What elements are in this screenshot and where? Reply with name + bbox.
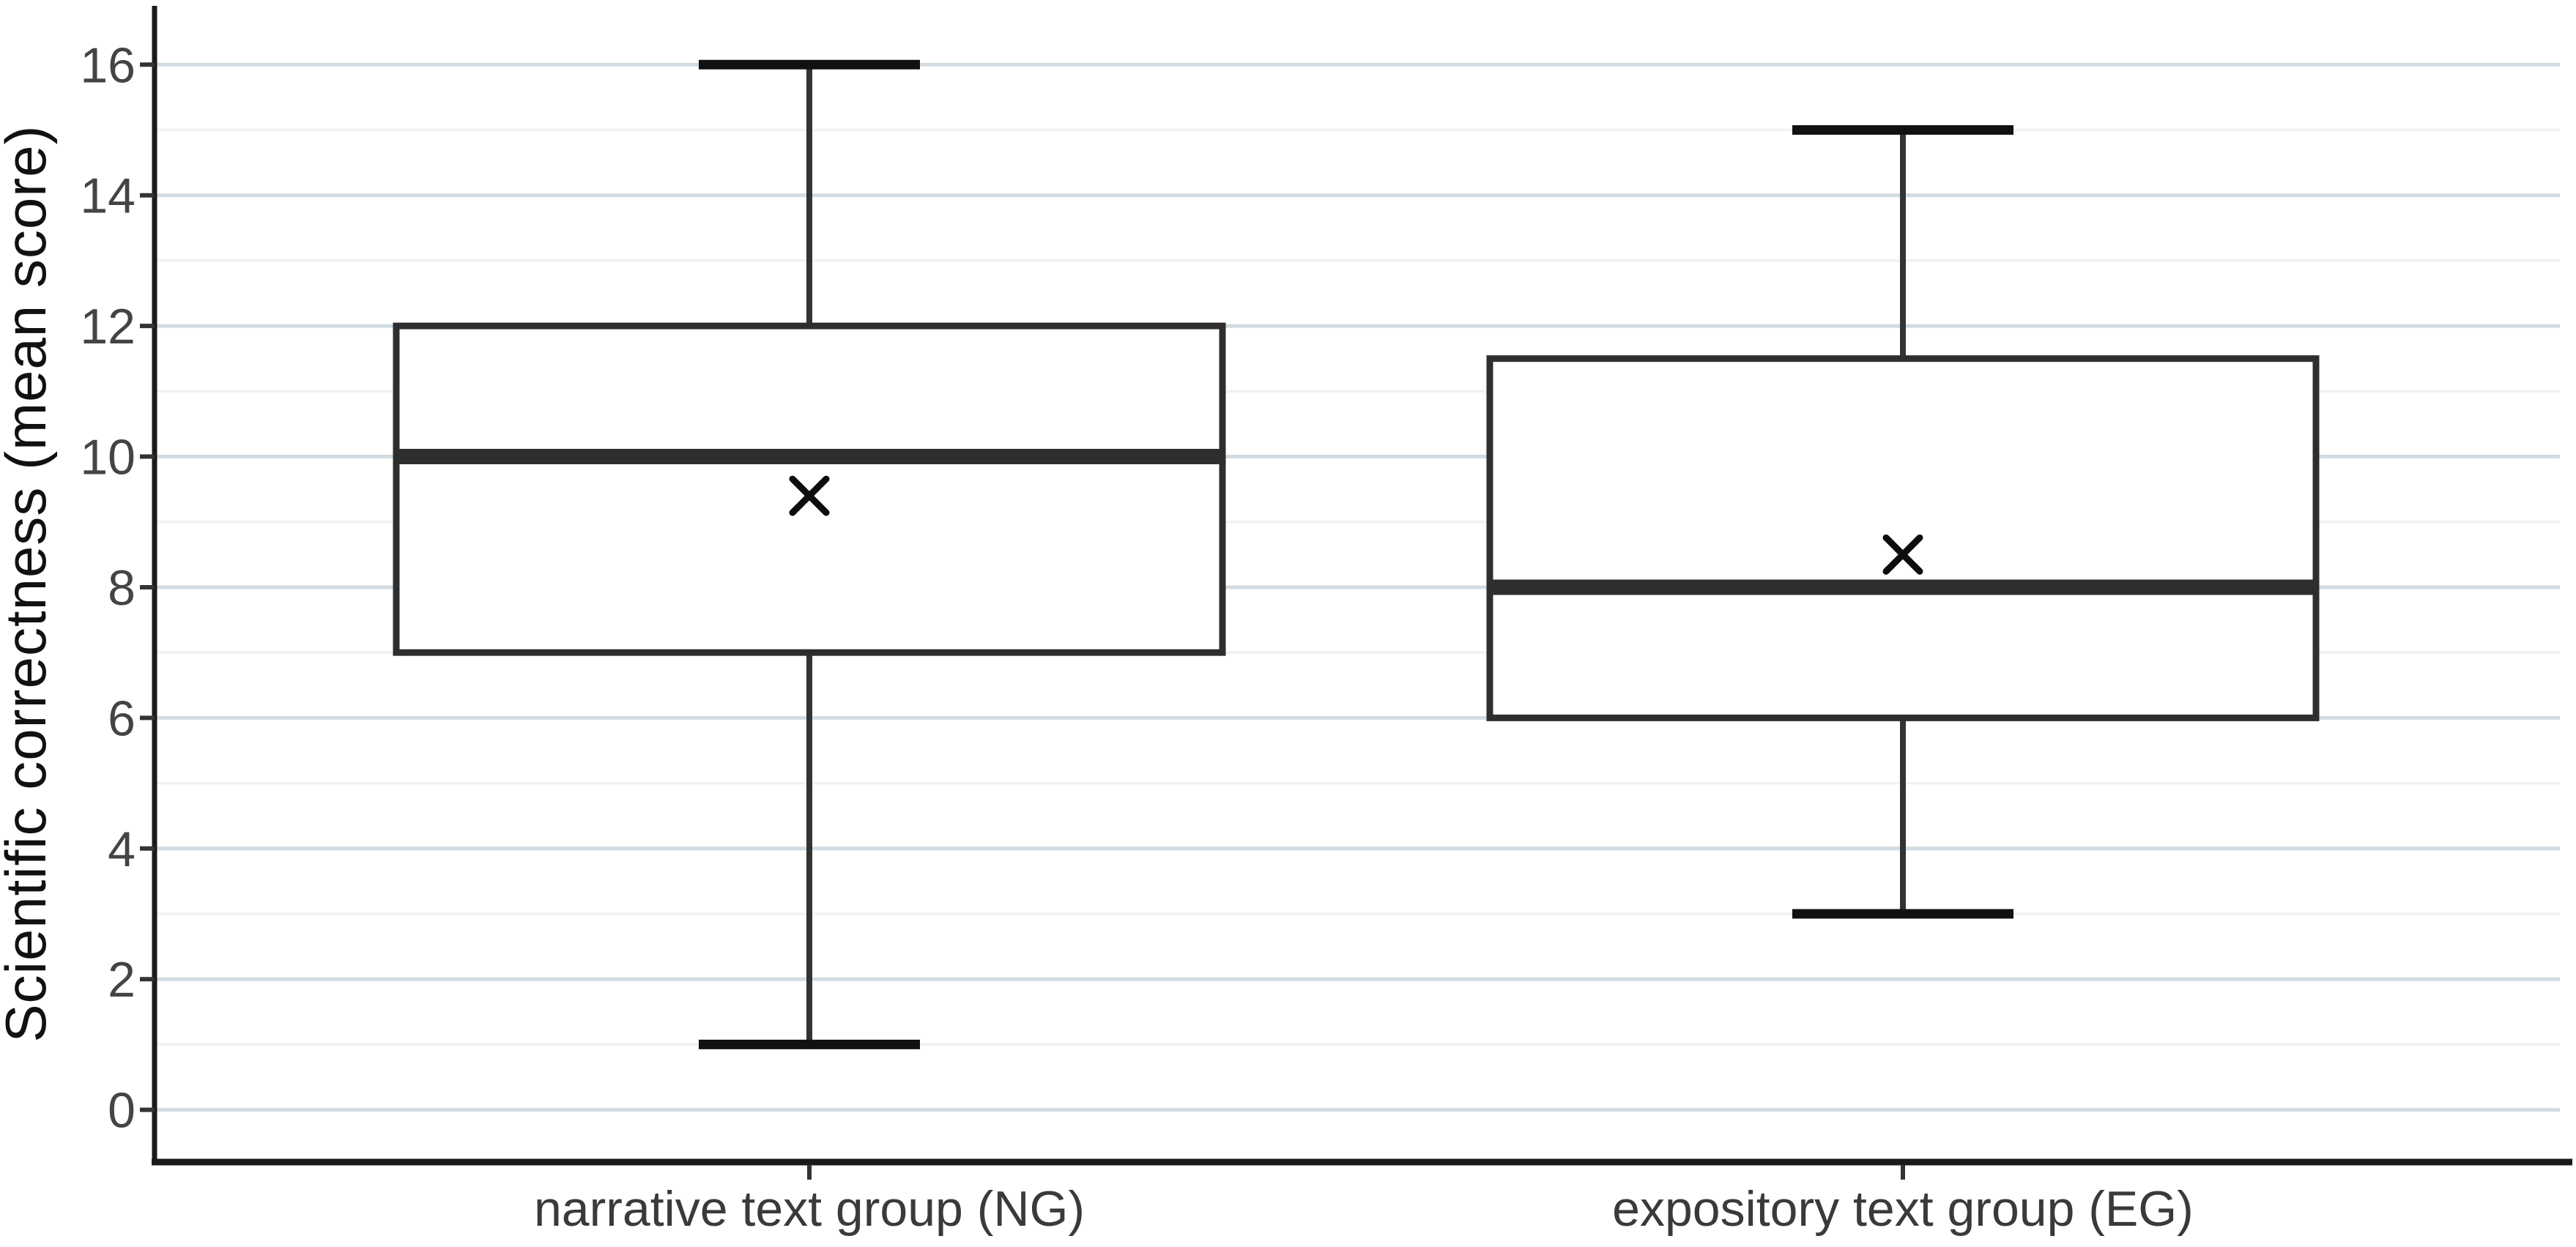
y-tick-label: 12 — [80, 299, 136, 354]
y-tick-label: 16 — [80, 37, 136, 93]
y-tick-label: 6 — [108, 690, 136, 746]
iqr-box — [1486, 355, 2320, 721]
mean-marker — [1882, 534, 1923, 575]
mean-marker — [789, 475, 830, 516]
y-axis-title: Scientific correctness (mean score) — [0, 124, 58, 1042]
boxes — [393, 59, 2320, 1049]
mean-marker-stroke — [789, 475, 830, 516]
box-group — [1486, 124, 2320, 919]
mean-marker-stroke — [1882, 534, 1923, 575]
x-category-label: expository text group (EG) — [1612, 1181, 2194, 1237]
y-tick-label: 2 — [108, 952, 136, 1008]
y-tick-label: 8 — [108, 560, 136, 616]
x-category-label: narrative text group (NG) — [534, 1181, 1085, 1237]
y-tick-label: 0 — [108, 1083, 136, 1139]
box-group — [393, 59, 1226, 1049]
axes — [140, 6, 2572, 1180]
y-tick-label: 4 — [108, 822, 136, 877]
axis-labels: 0 2 4 6 8 10 12 14 16 narrative text group (NG) ex… — [80, 37, 2193, 1237]
y-tick-label: 14 — [80, 168, 136, 224]
y-tick-label: 10 — [80, 430, 136, 485]
iqr-box — [393, 322, 1226, 656]
